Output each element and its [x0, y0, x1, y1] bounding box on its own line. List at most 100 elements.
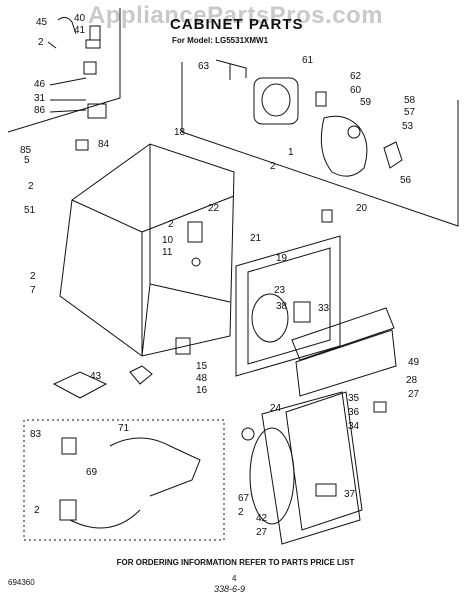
- callout-61: 61: [302, 55, 314, 66]
- part-56-belt: [320, 115, 368, 177]
- page-number: 4: [232, 574, 237, 583]
- part-2-screw-top: [47, 41, 57, 49]
- callout-51: 51: [24, 205, 36, 216]
- part-67-switch: [59, 499, 77, 521]
- callout-35: 35: [348, 393, 360, 404]
- callout-62: 62: [350, 71, 362, 82]
- part-36-door-inner: [285, 391, 363, 531]
- callout-59: 59: [360, 97, 372, 108]
- callout-15: 15: [196, 361, 208, 372]
- part-41-bracket: [85, 39, 101, 49]
- cabinet-front-edge: [71, 195, 235, 356]
- motor-winding: [261, 83, 291, 117]
- callout-48: 48: [196, 373, 208, 384]
- inset-border-top-left: [7, 8, 121, 133]
- callout-16: 16: [196, 385, 208, 396]
- callout-2-motor: 2: [270, 161, 276, 172]
- callout-1: 1: [288, 147, 294, 158]
- part-15-leg-bracket: [175, 337, 191, 355]
- callout-57: 57: [404, 107, 416, 118]
- callout-38: 38: [276, 301, 288, 312]
- part-45-hose: [57, 16, 77, 35]
- callout-5: 5: [24, 155, 30, 166]
- part-24-hinge: [241, 427, 255, 441]
- page-title: CABINET PARTS: [170, 16, 304, 33]
- callout-18: 18: [174, 127, 186, 138]
- harness-wire: [69, 509, 141, 529]
- part-84-screw: [75, 139, 89, 151]
- part-60-switch: [315, 91, 327, 107]
- part-49-toe-panel: [295, 329, 397, 397]
- callout-86: 86: [34, 105, 46, 116]
- callout-20: 20: [356, 203, 368, 214]
- part-11-screw: [191, 257, 201, 267]
- callout-21: 21: [250, 233, 262, 244]
- part-59-idler: [347, 125, 361, 139]
- callout-2-harness: 2: [238, 507, 244, 518]
- part-16-leveling-leg: [129, 365, 153, 385]
- callout-46: 46: [34, 79, 46, 90]
- diagram-part-number: 694360: [8, 578, 35, 587]
- part-53-pulley: [383, 141, 403, 169]
- front-panel-inner: [247, 247, 331, 365]
- handwritten-note: 338-6-9: [214, 584, 246, 594]
- part-37-door-handle: [315, 483, 337, 497]
- callout-19: 19: [276, 253, 288, 264]
- callout-33: 33: [318, 303, 330, 314]
- callout-67: 67: [238, 493, 250, 504]
- callout-27-right: 27: [408, 389, 420, 400]
- cabinet-inner-edge: [141, 144, 231, 357]
- model-subtitle: For Model: LG5531XMW1: [172, 36, 269, 45]
- ordering-note: FOR ORDERING INFORMATION REFER TO PARTS …: [116, 558, 355, 567]
- callout-84: 84: [98, 139, 110, 150]
- callout-83: 83: [30, 429, 42, 440]
- callout-37: 37: [344, 489, 356, 500]
- part-61-motor: [253, 77, 299, 125]
- part-43-instruction-card: [52, 371, 108, 399]
- callout-2-top: 2: [38, 37, 44, 48]
- callout-56: 56: [400, 175, 412, 186]
- callout-71: 71: [118, 423, 130, 434]
- callout-41: 41: [74, 25, 86, 36]
- part-63-bracket: [215, 59, 247, 80]
- inset-border-bottom: [23, 419, 225, 541]
- part-35-door-outer: [261, 391, 361, 545]
- callout-2-latch: 2: [168, 219, 174, 230]
- part-42-door-gasket: [249, 427, 295, 525]
- callout-36: 36: [348, 407, 360, 418]
- part-20-clip: [321, 209, 333, 223]
- part-33-seal: [293, 301, 311, 323]
- callout-45: 45: [36, 17, 48, 28]
- callout-31: 31: [34, 93, 46, 104]
- inset-border-top-right: [181, 62, 459, 227]
- callout-53: 53: [402, 121, 414, 132]
- callout-58: 58: [404, 95, 416, 106]
- part-86-block: [87, 103, 107, 119]
- callout-85: 85: [20, 145, 32, 156]
- callout-24: 24: [270, 403, 282, 414]
- part-40-clip: [89, 25, 101, 41]
- callout-40: 40: [74, 13, 86, 24]
- callout-60: 60: [350, 85, 362, 96]
- part-22-latch: [187, 221, 203, 243]
- part-28-hinge-bracket: [373, 401, 387, 413]
- callout-63: 63: [198, 61, 210, 72]
- callout-2-bottom: 2: [34, 505, 40, 516]
- part-83-terminal: [61, 437, 77, 455]
- callout-23: 23: [274, 285, 286, 296]
- callout-34: 34: [348, 421, 360, 432]
- callout-11: 11: [162, 247, 173, 258]
- callout-69: 69: [86, 467, 98, 478]
- callout-27-bottom: 27: [256, 527, 268, 538]
- callout-43: 43: [90, 371, 102, 382]
- callout-2-left: 2: [28, 181, 34, 192]
- callout-7: 7: [30, 285, 36, 296]
- callout-42: 42: [256, 513, 268, 524]
- part-71-wire-harness: [109, 437, 201, 497]
- part-49-toe-panel-top: [291, 307, 395, 361]
- callout-28: 28: [406, 375, 418, 386]
- watermark: AppliancePartsPros.com: [87, 2, 384, 29]
- part-46-switch: [83, 61, 97, 75]
- callout-22: 22: [208, 203, 220, 214]
